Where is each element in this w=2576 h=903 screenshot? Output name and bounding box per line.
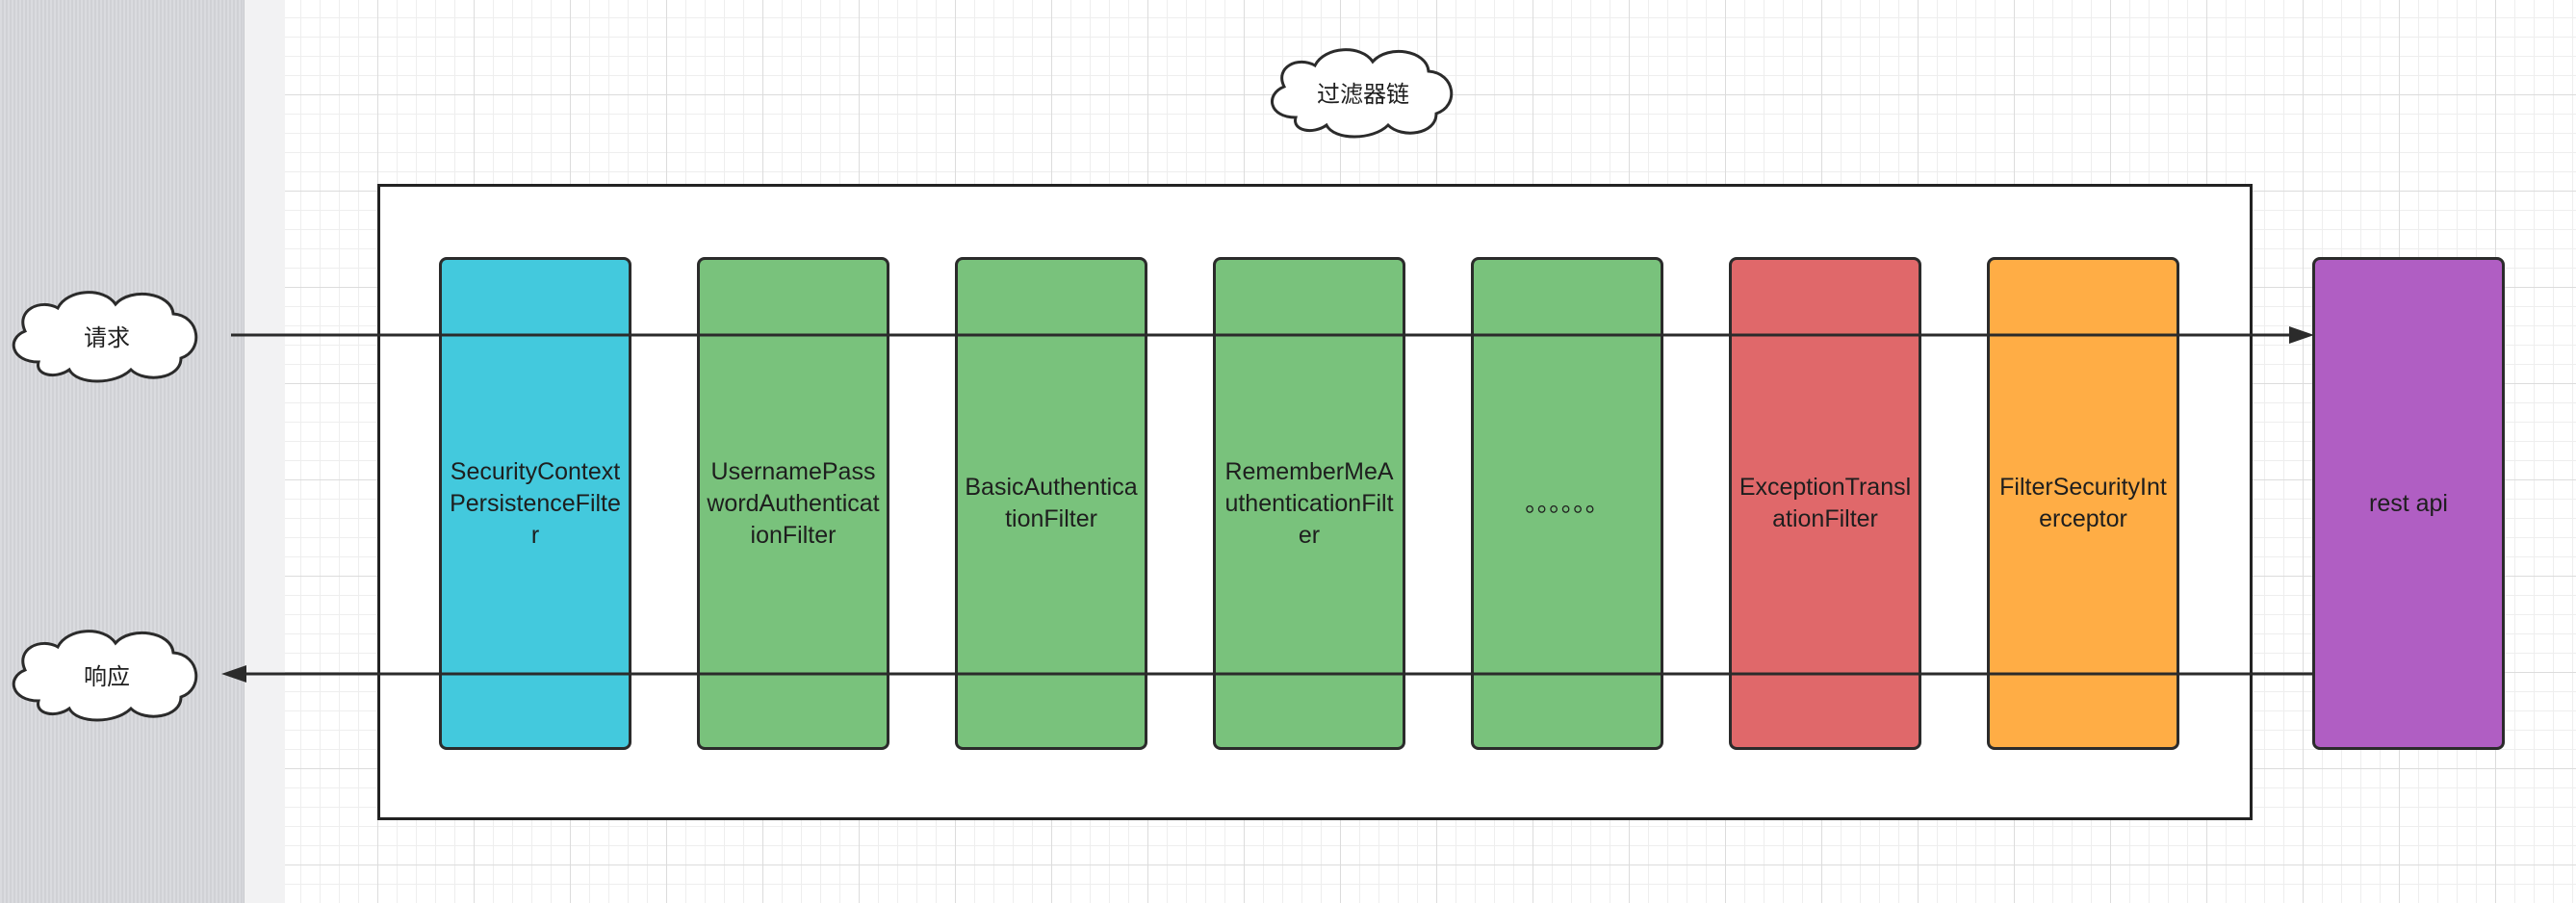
filter-label: UsernamePasswordAuthenticationFilter	[707, 457, 880, 549]
response-arrowhead	[221, 665, 246, 683]
filter-label: BasicAuthenticationFilter	[965, 474, 1138, 532]
filter-label: FilterSecurityInterceptor	[1999, 474, 2167, 532]
filter-label: 。。。。。。	[1525, 489, 1610, 517]
response-cloud[interactable]: 响应	[0, 620, 214, 728]
chain-title-text: 过滤器链	[1317, 80, 1409, 108]
filter-box-security-context-persistence[interactable]: SecurityContextPersistenceFilter	[439, 257, 631, 750]
filter-label: RememberMeAuthenticationFilter	[1224, 457, 1394, 549]
target-box-rest-api[interactable]: rest api	[2312, 257, 2505, 750]
filter-box-remember-me-auth[interactable]: RememberMeAuthenticationFilter	[1213, 257, 1405, 750]
request-text: 请求	[84, 323, 130, 351]
request-cloud[interactable]: 请求	[0, 281, 214, 389]
left-panel	[0, 0, 244, 903]
filter-box-basic-auth[interactable]: BasicAuthenticationFilter	[955, 257, 1147, 750]
target-label: rest api	[2369, 489, 2448, 517]
filter-box-filter-security-interceptor[interactable]: FilterSecurityInterceptor	[1987, 257, 2179, 750]
filter-box-exception-translation[interactable]: ExceptionTranslationFilter	[1729, 257, 1921, 750]
request-arrowhead	[2289, 326, 2314, 344]
filter-label: SecurityContextPersistenceFilter	[450, 457, 621, 549]
filter-box-username-password-auth[interactable]: UsernamePasswordAuthenticationFilter	[697, 257, 889, 750]
filter-box-ellipsis[interactable]: 。。。。。。	[1471, 257, 1663, 750]
filter-label: ExceptionTranslationFilter	[1739, 474, 1912, 532]
chain-title-cloud[interactable]: 过滤器链	[1257, 39, 1469, 144]
response-text: 响应	[84, 662, 130, 690]
vertical-ruler	[244, 0, 286, 903]
